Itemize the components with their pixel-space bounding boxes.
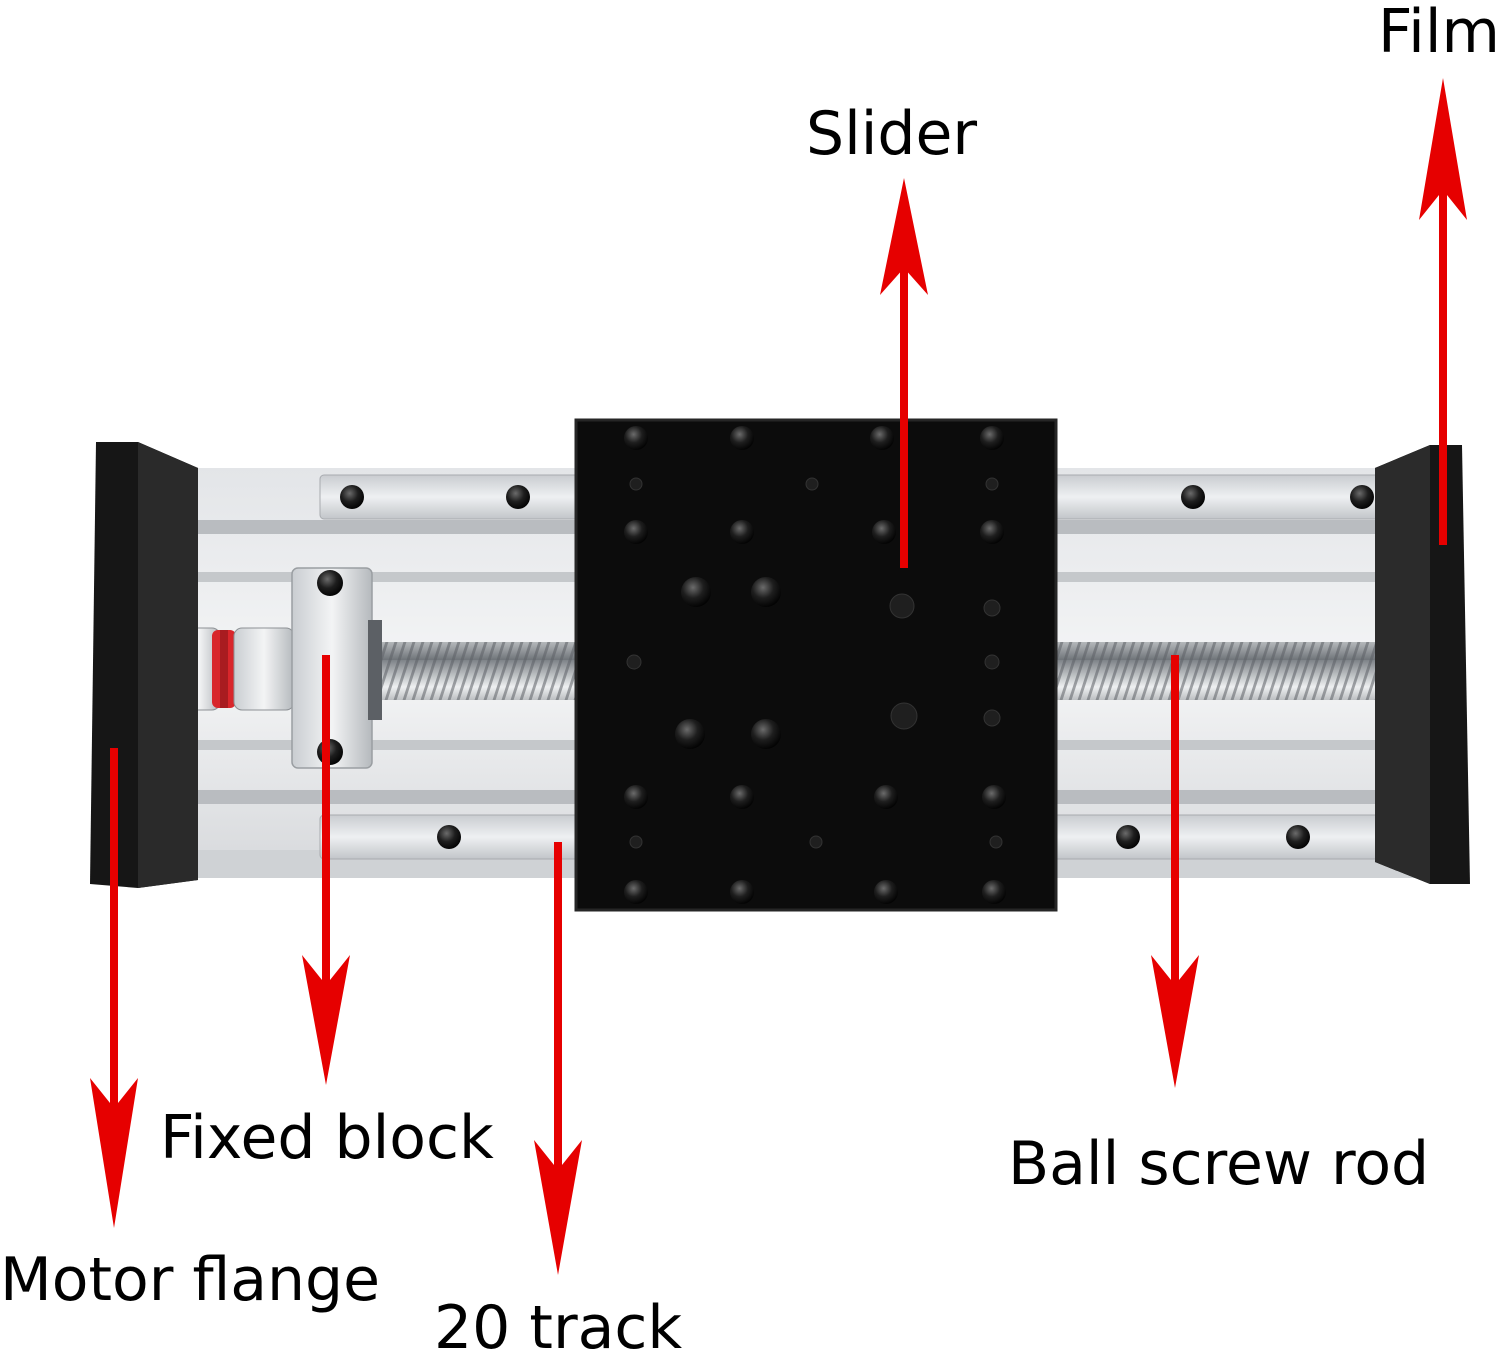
label-fixed-block: Fixed block xyxy=(160,1103,494,1173)
slider-bolt xyxy=(624,785,648,809)
slider-bolt xyxy=(980,426,1004,450)
slider-hole xyxy=(983,599,1001,617)
slider-hole xyxy=(983,709,1001,727)
slider-bolt xyxy=(874,785,898,809)
slider-bolt xyxy=(624,426,648,450)
slider-bolt xyxy=(874,880,898,904)
slider-hole xyxy=(989,835,1003,849)
arrow-20-track xyxy=(534,842,582,1275)
arrow-film xyxy=(1419,78,1467,545)
slider-bolt xyxy=(751,719,781,749)
slider-hole xyxy=(629,477,643,491)
slider-bolt xyxy=(681,577,711,607)
slider-bolt xyxy=(870,426,894,450)
arrow-slider xyxy=(880,178,928,568)
slider-hole xyxy=(629,835,643,849)
slider-hole xyxy=(985,477,999,491)
slider-bolt xyxy=(624,880,648,904)
label-motor-flange: Motor flange xyxy=(0,1245,381,1315)
slider-hole xyxy=(805,477,819,491)
slider-bolt xyxy=(751,577,781,607)
slider-bolt xyxy=(982,880,1006,904)
slider-hole xyxy=(809,835,823,849)
rail-bolts xyxy=(340,485,1374,849)
label-film: Film xyxy=(1378,0,1500,67)
motor-flange-plate xyxy=(90,442,198,888)
slider-bolt xyxy=(730,426,754,450)
callout-arrows xyxy=(90,78,1467,1275)
slider-plate xyxy=(574,418,1058,912)
slider-hole xyxy=(890,702,918,730)
slider-bolts xyxy=(624,426,1006,904)
slider-bolt xyxy=(624,520,648,544)
slider-bolt xyxy=(982,785,1006,809)
arrow-ball-screw-rod xyxy=(1151,655,1199,1088)
slider-bolt xyxy=(730,785,754,809)
slider-bolt xyxy=(730,520,754,544)
slider-bolt xyxy=(730,880,754,904)
slider-hole xyxy=(889,593,915,619)
label-20-track: 20 track xyxy=(434,1293,683,1363)
fixed-block xyxy=(291,567,382,769)
slider-hole xyxy=(626,654,642,670)
slider-bolt xyxy=(675,719,705,749)
label-ball-screw-rod: Ball screw rod xyxy=(1008,1129,1430,1199)
arrow-fixed-block xyxy=(302,655,350,1085)
label-slider: Slider xyxy=(806,99,978,169)
film-plate xyxy=(1375,445,1470,884)
slider-bolt xyxy=(872,520,896,544)
arrow-motor-flange xyxy=(90,748,138,1228)
slider-hole xyxy=(984,654,1000,670)
slider-bolt xyxy=(980,520,1004,544)
